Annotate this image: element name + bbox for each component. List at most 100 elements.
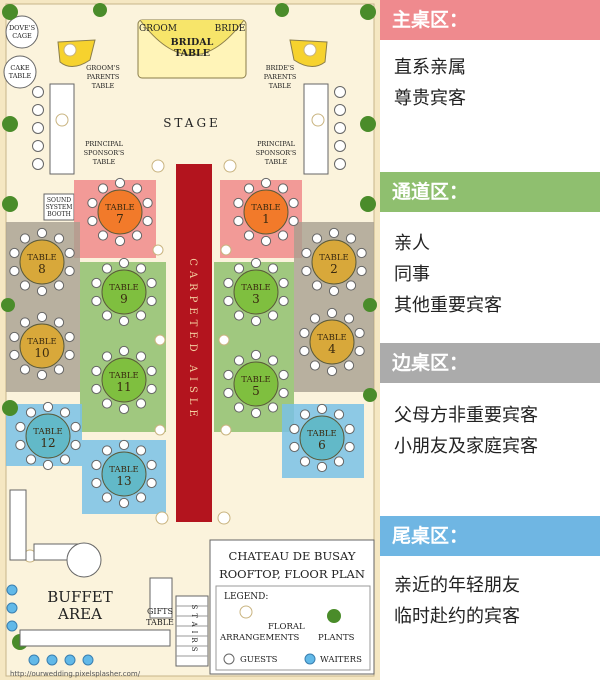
guest-seat xyxy=(301,247,312,259)
table-word: TABLE xyxy=(109,371,138,381)
guest-seat xyxy=(328,285,340,297)
plant xyxy=(1,298,15,312)
guest-seat xyxy=(118,315,130,327)
guest-seat xyxy=(101,351,113,362)
guest-seat xyxy=(333,409,345,420)
legend-title: LEGEND: xyxy=(224,592,268,602)
guest-seat xyxy=(299,327,310,339)
principal-right-label-1: PRINCIPAL xyxy=(257,140,296,148)
table-number: 1 xyxy=(262,212,270,226)
floral-arrangement xyxy=(311,113,325,127)
guest-seat xyxy=(25,454,37,465)
zone-body-side: 父母方非重要宾客 小朋友及家庭宾客 xyxy=(380,400,600,462)
principal-left-label-2: SPONSOR'S xyxy=(84,149,125,157)
waiter xyxy=(28,654,40,666)
guest-seat xyxy=(118,497,130,509)
sound-label-2: SYSTEM xyxy=(46,204,73,211)
plant xyxy=(360,4,376,20)
guest-seat xyxy=(250,349,262,361)
guest-seat xyxy=(146,277,157,289)
guest-seat xyxy=(9,331,20,343)
table-top xyxy=(101,357,147,403)
gifts-table xyxy=(149,577,173,619)
guest-seat xyxy=(131,230,143,241)
grooms-parents-label-3: TABLE xyxy=(92,82,115,90)
guest-seat xyxy=(299,456,311,467)
zone-body-aisle: 亲人 同事 其他重要宾客 xyxy=(380,228,600,321)
guest-seat xyxy=(233,402,245,413)
principal-guests xyxy=(32,86,346,170)
zone-line: 临时赴约的宾客 xyxy=(394,606,520,627)
brides-parents-label-3: TABLE xyxy=(269,82,292,90)
plant xyxy=(363,388,377,402)
guest-seat xyxy=(223,277,234,289)
guest-seat xyxy=(289,423,300,435)
waiter xyxy=(6,602,18,614)
groom-label: GROOM xyxy=(139,24,177,34)
doves-cage xyxy=(5,15,39,49)
guest-seat xyxy=(142,197,153,209)
floral-arrangement xyxy=(218,334,230,346)
guest-seat xyxy=(233,355,245,366)
guest-seat xyxy=(301,265,312,277)
stairs xyxy=(175,595,209,667)
legend-floral-icon xyxy=(239,605,253,619)
zone-line: 父母方非重要宾客 xyxy=(394,405,538,426)
doves-cage-label-1: DOVE'S xyxy=(9,24,35,32)
guest-seat xyxy=(59,407,71,418)
table-word: TABLE xyxy=(241,283,270,293)
guest-seat xyxy=(53,364,65,375)
gifts-label-1: GIFTS xyxy=(147,607,173,616)
table-number: 8 xyxy=(38,262,46,276)
buffet-label-2: AREA xyxy=(57,605,102,623)
guest-seat xyxy=(146,365,157,377)
table-word: TABLE xyxy=(241,375,270,385)
legend-plants: PLANTS xyxy=(318,633,355,643)
guest-seat xyxy=(19,233,31,244)
guest-seat xyxy=(260,177,272,189)
guest-seat xyxy=(311,233,323,244)
brides-parents-label-2: PARENTS xyxy=(264,73,297,81)
source-url: http://ourwedding.pixelsplasher.com/ xyxy=(10,670,141,678)
guest-seat xyxy=(326,307,338,319)
zone-heading-side: 边桌区： xyxy=(380,343,600,383)
guest-seat xyxy=(36,369,48,381)
floral-arrangement xyxy=(217,511,231,525)
guest-seat xyxy=(64,349,75,361)
waiter xyxy=(82,654,94,666)
guest-seat xyxy=(344,423,355,435)
buffet-round-table xyxy=(66,542,102,578)
principal-right-label-3: TABLE xyxy=(265,158,288,166)
guest-seat xyxy=(267,310,279,321)
floral-arrangement xyxy=(63,43,77,57)
table-word: TABLE xyxy=(251,203,280,213)
table-number: 6 xyxy=(318,438,326,452)
guest-seat xyxy=(344,441,355,453)
principal-left-label-1: PRINCIPAL xyxy=(85,140,124,148)
guest-seat xyxy=(91,477,102,489)
guest-seat xyxy=(19,364,31,375)
table-number: 4 xyxy=(328,342,336,356)
guest-seat xyxy=(288,197,299,209)
guest-seat xyxy=(277,230,289,241)
guest-seat xyxy=(101,445,113,456)
guest-seat xyxy=(15,421,26,433)
legend-waiters: WAITERS xyxy=(320,655,362,665)
doves-cage-label-2: CAGE xyxy=(12,32,32,40)
guest-seat xyxy=(135,263,147,274)
table-top xyxy=(25,413,71,459)
zone-heading-end: 尾桌区： xyxy=(380,516,600,556)
bridal-table-label-2: TABLE xyxy=(174,48,210,59)
guest-seat xyxy=(233,310,245,321)
guest-seat xyxy=(9,265,20,277)
zone-body-main: 直系亲属 尊贵宾客 xyxy=(380,52,600,114)
zone-heading-aisle: 通道区： xyxy=(380,172,600,212)
plant xyxy=(2,116,18,132)
cake-table-label-2: TABLE xyxy=(9,72,32,80)
